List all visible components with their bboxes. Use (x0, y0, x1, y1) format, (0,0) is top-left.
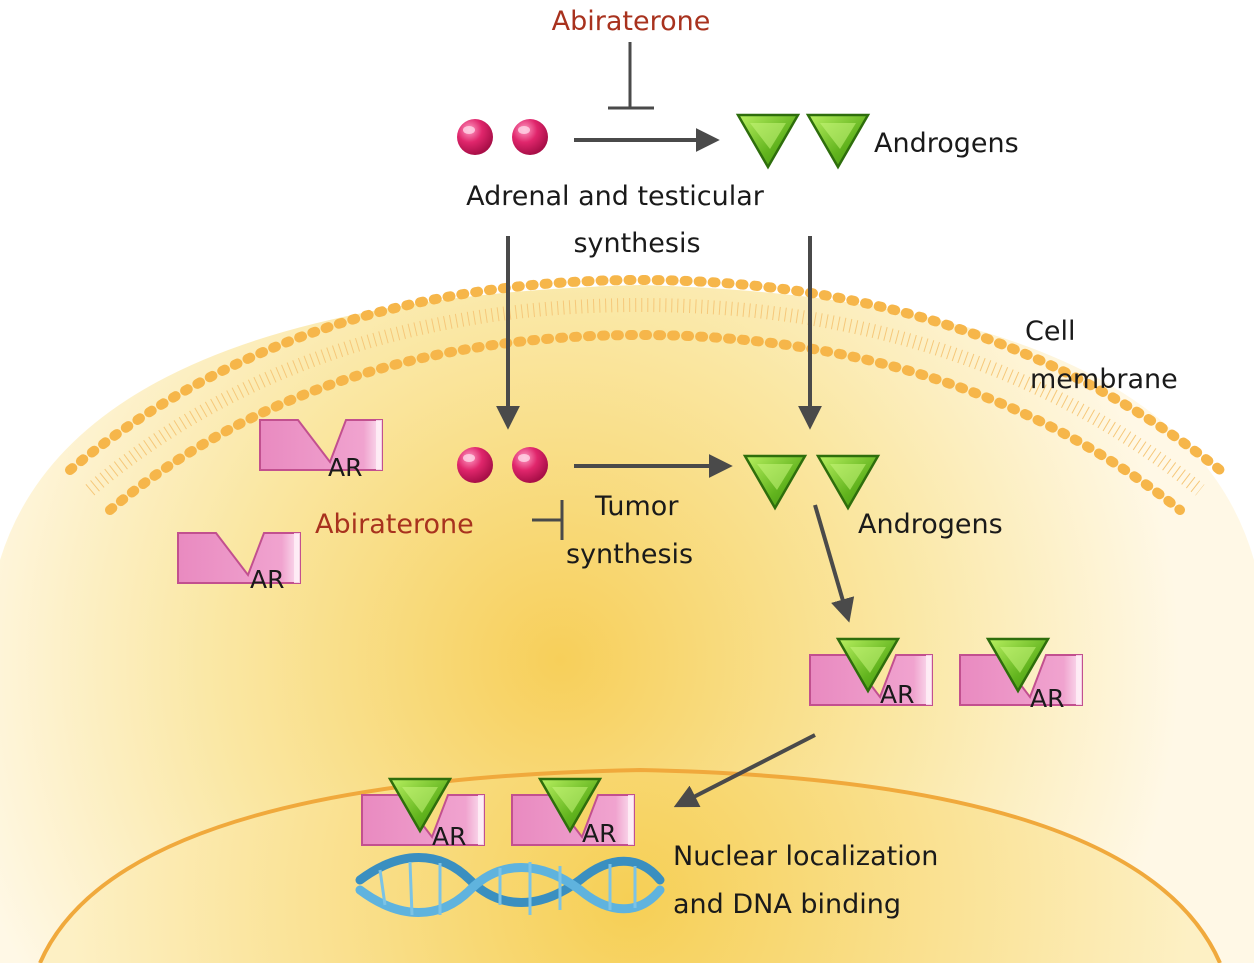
svg-text:AR: AR (250, 565, 284, 594)
adrenal-synthesis-label-line1: Adrenal and testicular (466, 181, 765, 212)
androgen-receptor-free: AR (259, 419, 383, 482)
precursor-molecule (512, 119, 548, 155)
svg-text:AR: AR (582, 819, 616, 848)
androgen-triangle (806, 113, 870, 169)
cell-membrane-label-line1: Cell (1025, 316, 1075, 347)
membrane-inner-heads (105, 329, 1185, 515)
androgens-top-label: Androgens (874, 128, 1019, 159)
androgen-receptor-bound: AR (809, 637, 933, 709)
nuclear-envelope (38, 767, 1222, 963)
androgen-triangle (736, 113, 800, 169)
androgen-receptor-nuclear: AR (511, 777, 635, 848)
precursor-molecule (457, 119, 493, 155)
nucleus-body (40, 770, 1220, 963)
androgen-receptor-nuclear: AR (361, 777, 485, 851)
nuclear-translocation-arrow (673, 733, 816, 808)
androgen-binding-arrow (813, 504, 855, 623)
cell-membrane-label-line2: membrane (1030, 364, 1178, 395)
svg-text:AR: AR (328, 453, 362, 482)
nuclear-localization-label-line2: and DNA binding (673, 889, 901, 920)
androgen-receptor-bound: AR (959, 637, 1083, 713)
nuclear-localization-label-line1: Nuclear localization (673, 841, 938, 872)
androgen-receptor-free: AR (177, 532, 301, 594)
tumor-synthesis-label-line1: Tumor (594, 491, 679, 522)
svg-text:AR: AR (880, 680, 914, 709)
precursor-molecule (512, 447, 548, 483)
androgens-mid-label: Androgens (858, 509, 1003, 540)
dna-double-helix (355, 853, 665, 917)
svg-text:AR: AR (432, 822, 466, 851)
abiraterone-top-label: Abiraterone (552, 6, 711, 37)
svg-text:AR: AR (1030, 684, 1064, 713)
precursor-molecule (457, 447, 493, 483)
membrane-outer-heads (65, 274, 1225, 475)
tumor-synthesis-label-line2: synthesis (566, 539, 693, 570)
adrenal-synthesis-label-line2: synthesis (573, 228, 700, 259)
abiraterone-mid-label: Abiraterone (315, 509, 474, 540)
